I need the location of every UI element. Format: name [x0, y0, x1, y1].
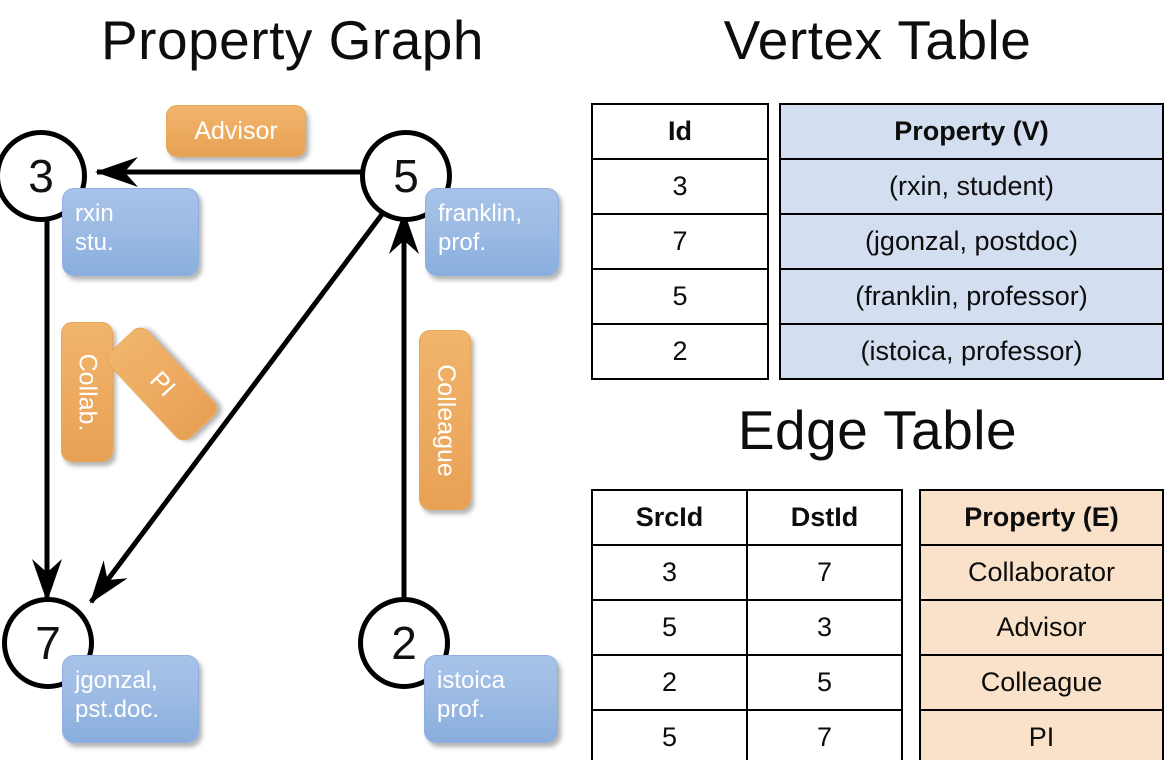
vertex-cell-id: 7 — [591, 213, 769, 270]
table-header-row: Property (E) — [919, 489, 1164, 546]
table-row[interactable]: 7 — [591, 213, 769, 270]
edge-label-collab[interactable]: Collab. — [61, 322, 113, 462]
table-row[interactable]: 5 7 — [591, 709, 903, 760]
property-graph-diagram: 3 5 7 2 rxin stu. franklin, prof. jgonza… — [0, 105, 559, 743]
vertex-header-property: Property (V) — [779, 103, 1164, 160]
edge-cell-property: Advisor — [919, 599, 1164, 656]
table-row[interactable]: 5 — [591, 268, 769, 325]
vertex-header-id: Id — [591, 103, 769, 160]
vertex-cell-property: (istoica, professor) — [779, 323, 1164, 380]
edge-label-advisor-text: Advisor — [194, 116, 278, 145]
graph-node-7-property-box[interactable]: jgonzal, pst.doc. — [62, 655, 199, 743]
node-5-property-line2: prof. — [438, 229, 487, 257]
node-3-property-line1: rxin — [75, 200, 114, 227]
edge-cell-dstid: 3 — [746, 599, 903, 656]
vertex-table-property-column: Property (V) (rxin, student) (jgonzal, p… — [779, 103, 1164, 380]
edge-header-dstid: DstId — [746, 489, 903, 546]
edge-cell-srcid: 3 — [591, 544, 748, 601]
edge-cell-property: PI — [919, 709, 1164, 760]
edge-cell-property: Colleague — [919, 654, 1164, 711]
table-row[interactable]: PI — [919, 709, 1164, 760]
page-title-property-graph: Property Graph — [100, 9, 484, 71]
edge-cell-dstid: 7 — [746, 709, 903, 760]
table-header-row: SrcId DstId — [591, 489, 903, 546]
table-row[interactable]: 5 3 — [591, 599, 903, 656]
vertex-cell-property: (rxin, student) — [779, 158, 1164, 215]
edge-cell-dstid: 5 — [746, 654, 903, 711]
edge-cell-dstid: 7 — [746, 544, 903, 601]
vertex-table-id-column: Id 3 7 5 2 — [591, 103, 769, 380]
table-row[interactable]: (istoica, professor) — [779, 323, 1164, 380]
vertex-cell-property: (franklin, professor) — [779, 268, 1164, 325]
edge-label-colleague-text: Colleague — [431, 363, 460, 477]
node-2-property-line2: prof. — [437, 696, 486, 724]
graph-node-2-label: 2 — [391, 617, 417, 669]
edge-cell-srcid: 2 — [591, 654, 748, 711]
vertex-cell-id: 3 — [591, 158, 769, 215]
vertex-cell-id: 5 — [591, 268, 769, 325]
graph-node-5-label: 5 — [393, 150, 419, 202]
table-row[interactable]: (rxin, student) — [779, 158, 1164, 215]
vertex-cell-id: 2 — [591, 323, 769, 380]
table-row[interactable]: 3 — [591, 158, 769, 215]
node-3-property-line2: stu. — [75, 229, 114, 257]
table-row[interactable]: Collaborator — [919, 544, 1164, 601]
node-7-property-line2: pst.doc. — [75, 696, 160, 724]
node-7-property-line1: jgonzal, — [75, 667, 158, 694]
table-row[interactable]: 2 5 — [591, 654, 903, 711]
table-row[interactable]: Advisor — [919, 599, 1164, 656]
page-title-edge-table: Edge Table — [737, 399, 1018, 461]
vertex-cell-property: (jgonzal, postdoc) — [779, 213, 1164, 270]
edge-label-colleague[interactable]: Colleague — [419, 330, 471, 510]
graph-node-2-property-box[interactable]: istoica prof. — [424, 655, 558, 743]
table-row[interactable]: (jgonzal, postdoc) — [779, 213, 1164, 270]
edge-table-id-columns: SrcId DstId 3 7 5 3 2 5 5 7 — [591, 489, 903, 760]
graph-edges-svg — [32, 157, 419, 606]
edge-table-property-column: Property (E) Collaborator Advisor Collea… — [919, 489, 1164, 760]
node-5-property-line1: franklin, — [438, 200, 523, 227]
graph-node-7-label: 7 — [35, 617, 61, 669]
table-row[interactable]: Colleague — [919, 654, 1164, 711]
edge-label-advisor[interactable]: Advisor — [166, 105, 306, 157]
table-header-row: Property (V) — [779, 103, 1164, 160]
table-row[interactable]: 2 — [591, 323, 769, 380]
graph-node-3-label: 3 — [28, 150, 54, 202]
table-row[interactable]: (franklin, professor) — [779, 268, 1164, 325]
edge-cell-srcid: 5 — [591, 709, 748, 760]
edge-header-srcid: SrcId — [591, 489, 748, 546]
graph-node-5-property-box[interactable]: franklin, prof. — [425, 188, 559, 276]
edge-header-property: Property (E) — [919, 489, 1164, 546]
edge-label-collab-text: Collab. — [73, 353, 102, 431]
edge-label-pi-text: PI — [144, 365, 181, 402]
edge-cell-property: Collaborator — [919, 544, 1164, 601]
graph-node-3-property-box[interactable]: rxin stu. — [62, 188, 199, 276]
table-header-row: Id — [591, 103, 769, 160]
table-row[interactable]: 3 7 — [591, 544, 903, 601]
page-title-vertex-table: Vertex Table — [723, 9, 1032, 71]
node-2-property-line1: istoica — [437, 667, 506, 694]
edge-cell-srcid: 5 — [591, 599, 748, 656]
edge-pi-5-to-7 — [89, 203, 391, 604]
